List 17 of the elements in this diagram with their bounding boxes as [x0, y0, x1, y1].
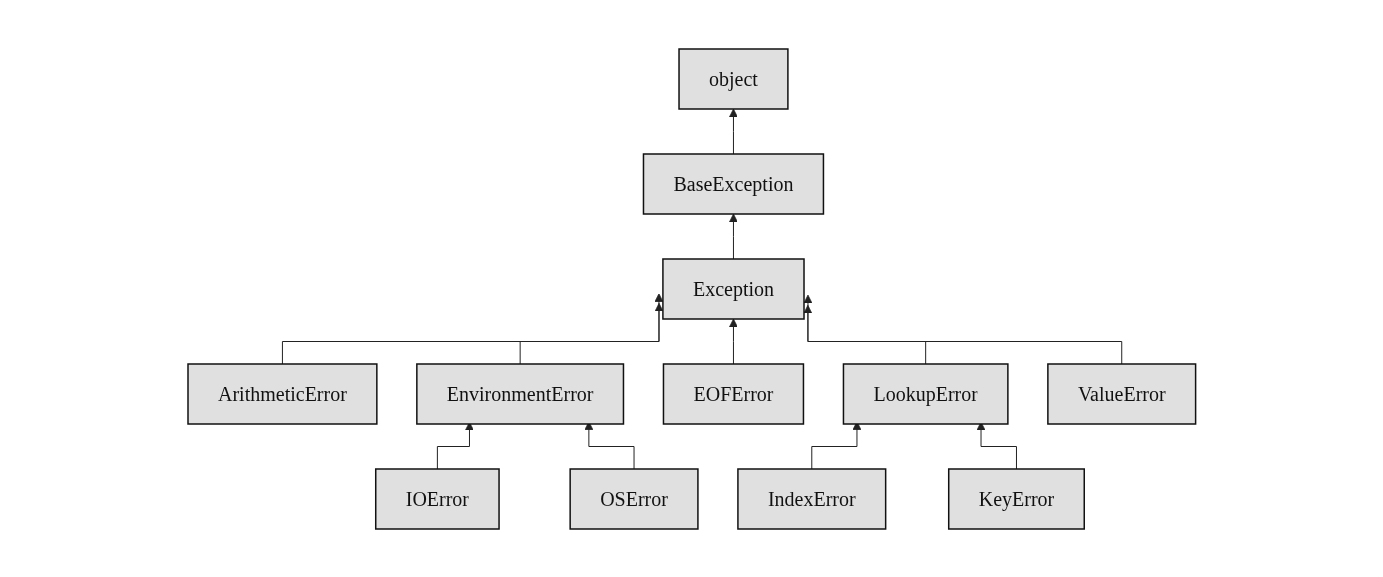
- node-box: ArithmeticError: [186, 362, 378, 425]
- arrow: [728, 108, 738, 154]
- node-box: EOFError: [662, 362, 804, 425]
- arrow: [803, 304, 926, 364]
- arrow: [803, 294, 1122, 364]
- node-box: ValueError: [1046, 362, 1197, 425]
- node-box: IndexError: [736, 467, 887, 530]
- node-box: object: [677, 47, 789, 110]
- arrow: [728, 318, 738, 364]
- node-box: BaseException: [642, 152, 824, 215]
- node-box: OSError: [569, 467, 699, 530]
- arrow: [728, 213, 738, 259]
- node-box: Exception: [661, 257, 805, 320]
- node-box: KeyError: [947, 467, 1085, 530]
- node-box: IOError: [374, 467, 500, 530]
- node-box: LookupError: [842, 362, 1009, 425]
- node-box: EnvironmentError: [415, 362, 624, 425]
